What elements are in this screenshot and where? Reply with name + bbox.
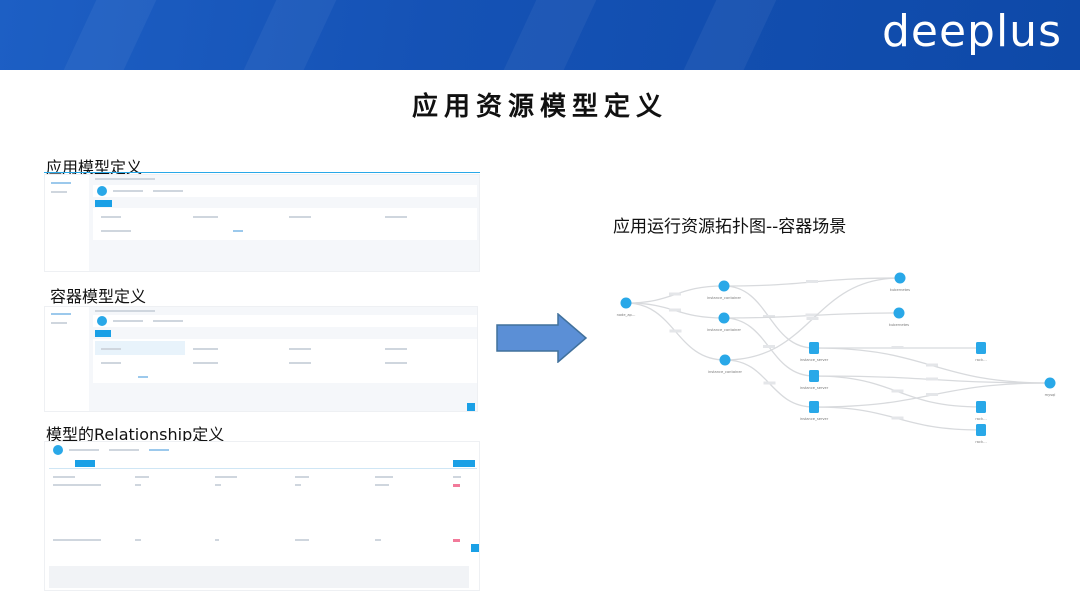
topology-node[interactable]: instance_server (800, 342, 829, 362)
topology-node[interactable]: mysql (1044, 377, 1056, 398)
slide-title: 应用资源模型定义 (411, 92, 668, 122)
topology-node[interactable]: instance_container (707, 312, 742, 333)
topology-node[interactable]: instance_container (708, 354, 743, 375)
node-label: rack… (975, 440, 987, 444)
slide-header: deeplus (0, 0, 1080, 70)
node-label: instance_container (707, 296, 742, 300)
node-label: instance_server (800, 417, 829, 421)
topology-node[interactable]: rack… (975, 424, 987, 444)
rack-icon (976, 342, 986, 354)
edge-label (806, 280, 818, 283)
topology-node[interactable]: rack… (975, 401, 987, 421)
edge-label (669, 329, 682, 333)
edge-label (763, 345, 775, 348)
cube-icon (620, 297, 632, 309)
node-label: instance_container (708, 370, 743, 374)
node-label: instance_container (707, 328, 742, 332)
database-icon (1044, 377, 1056, 389)
gear-icon (718, 312, 730, 324)
gear-icon (718, 280, 730, 292)
edge-label (926, 393, 938, 396)
cluster-icon (894, 272, 906, 284)
topology-node[interactable]: kubernetes (889, 307, 909, 328)
node-label: kubernetes (890, 288, 910, 292)
topology-title: 应用运行资源拓扑图--容器场景 (613, 217, 847, 237)
topology-node[interactable]: node_ap… (617, 297, 636, 318)
edge-label (891, 416, 904, 420)
right-arrow-icon (496, 313, 588, 363)
edge-label (926, 363, 938, 367)
edge-label (669, 308, 681, 312)
container-model-screenshot (44, 306, 478, 412)
edge-label (669, 292, 681, 296)
edge-label (891, 346, 904, 349)
node-label: rack… (975, 417, 987, 421)
deeplus-logo: deeplus (881, 6, 1062, 57)
relationship-screenshot (44, 441, 480, 591)
server-icon (809, 342, 819, 354)
edge-label (806, 317, 819, 320)
node-label: instance_server (800, 386, 829, 390)
server-icon (809, 401, 819, 413)
topology-node[interactable]: rack… (975, 342, 987, 362)
topology-node[interactable]: instance_server (800, 401, 829, 421)
gear-icon (719, 354, 731, 366)
cluster-icon (893, 307, 905, 319)
app-model-screenshot (44, 174, 480, 272)
node-label: kubernetes (889, 323, 909, 327)
topology-graph[interactable]: node_ap… instance_container instance_conta… (600, 262, 1070, 452)
node-label: instance_server (800, 358, 829, 362)
rack-icon (976, 401, 986, 413)
topology-node[interactable]: instance_container (707, 280, 742, 301)
edge-label (763, 381, 776, 385)
section-label-container-model: 容器模型定义 (50, 287, 147, 306)
node-label: rack… (975, 358, 987, 362)
node-label: mysql (1045, 393, 1056, 397)
edge-label (805, 313, 818, 317)
edge-label (763, 315, 775, 318)
edge-label (891, 389, 904, 393)
edge-label (926, 377, 938, 381)
topology-node[interactable]: instance_server (800, 370, 829, 390)
server-icon (809, 370, 819, 382)
divider (44, 172, 480, 173)
section-label-relationship: 模型的Relationship定义 (46, 425, 225, 444)
rack-icon (976, 424, 986, 436)
node-label: node_ap… (617, 313, 636, 317)
topology-node[interactable]: kubernetes (890, 272, 910, 293)
